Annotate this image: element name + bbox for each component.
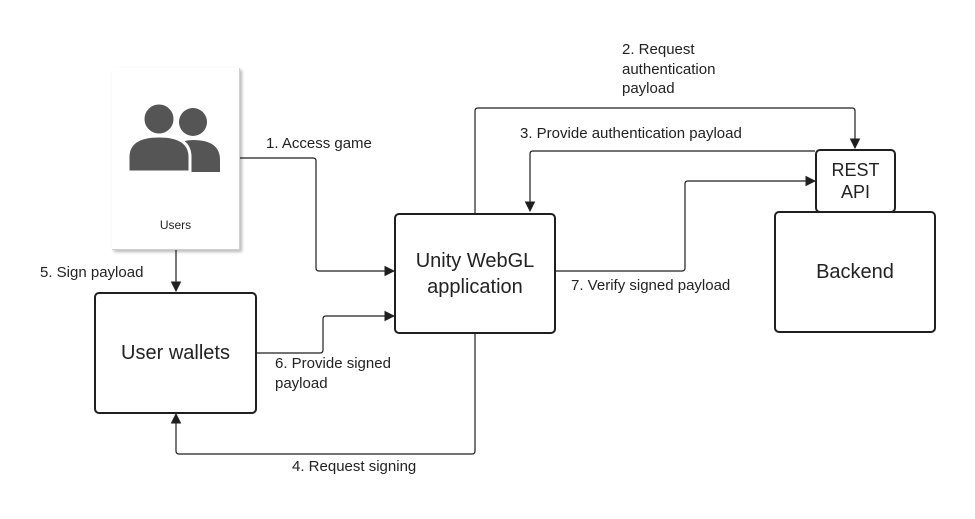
label-verify-signed-payload: 7. Verify signed payload: [571, 277, 731, 294]
unity-webgl-app-label: Unity WebGL application: [415, 249, 535, 298]
rest-api-label: REST API: [831, 159, 880, 203]
edge-provide-signed-payload: [257, 310, 396, 354]
user-wallets-node: User wallets: [94, 292, 257, 414]
edge-request-signing: [170, 334, 476, 455]
edge-request-auth-payload: [474, 107, 861, 213]
users-label: Users: [159, 218, 192, 232]
edge-verify-signed-payload: [555, 175, 817, 272]
label-access-game: 1. Access game: [266, 135, 372, 152]
label-provide-auth-payload: 3. Provide authentication payload: [520, 125, 742, 142]
rest-api-node: REST API: [815, 149, 896, 213]
label-provide-signed-payload: 6. Provide signed payload: [275, 355, 391, 392]
edge-access-game: [239, 157, 396, 277]
edge-provide-auth-payload: [524, 150, 815, 213]
users-node: Users: [112, 68, 240, 250]
backend-node: Backend: [774, 211, 936, 333]
label-sign-payload: 5. Sign payload: [40, 264, 144, 281]
label-request-signing: 4. Request signing: [292, 458, 417, 475]
user-wallets-label: User wallets: [121, 342, 230, 364]
backend-label: Backend: [816, 261, 894, 283]
users-group-icon: [126, 102, 220, 174]
label-request-auth-payload: 2. Request authentication payload: [622, 41, 716, 97]
unity-webgl-app-node: Unity WebGL application: [394, 213, 556, 334]
